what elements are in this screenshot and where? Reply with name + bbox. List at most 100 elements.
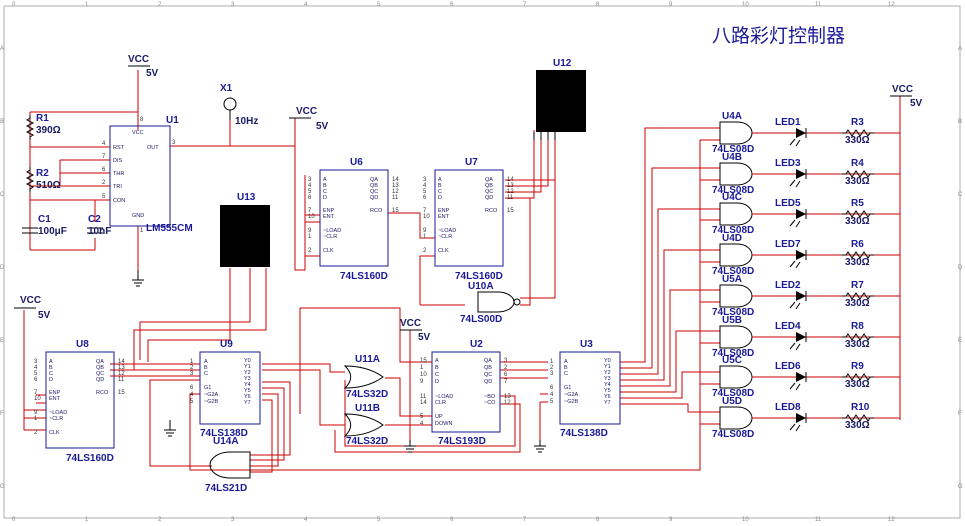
pin-number: 4 (423, 183, 427, 189)
pin-number: 1 (550, 359, 554, 365)
pin-label: QA (96, 359, 104, 365)
decoder-u3[interactable]: U374LS138DA1B2C3G16~G2A4~G2B5Y0Y1Y2Y3Y4Y… (550, 339, 621, 439)
pin-label: ~G2B (564, 399, 579, 405)
pin-number: 4 (34, 365, 38, 371)
led-led3[interactable]: LED3 (775, 158, 807, 188)
capacitor-c1[interactable]: C1 100μF (22, 214, 67, 237)
grid-col-label: 1 (85, 517, 89, 522)
hex-display-u13[interactable]: U13 (220, 192, 270, 267)
pin-number: 6 (423, 195, 427, 201)
pin-label: B (435, 365, 439, 371)
grid-col-label: 5 (377, 517, 381, 522)
chip-body (559, 351, 621, 425)
resistor-r2[interactable]: R2 510Ω (25, 167, 61, 192)
capacitor-c2[interactable]: C2 10nF (87, 214, 111, 237)
resistor-ref: R7 (851, 280, 864, 291)
updown-counter-u2[interactable]: U274LS193DA15B1C10D9~LOAD11CLR14UP5DOWN4… (420, 339, 511, 447)
timer-555-u1[interactable]: U1 LM555CM VCC RST DIS THR TRI CON OUT G… (102, 115, 193, 234)
probe-x1[interactable]: X1 10Hz (220, 83, 258, 127)
pin-label: QC (485, 189, 493, 195)
pin-label: QD (370, 195, 378, 201)
resistor-body (842, 210, 874, 218)
svg-text:510Ω: 510Ω (36, 180, 61, 191)
resistor-value: 330Ω (845, 379, 870, 390)
pin-number: 6 (504, 372, 508, 378)
resistor-r1[interactable]: R1 390Ω (25, 113, 61, 140)
led-led6[interactable]: LED6 (775, 361, 807, 391)
inversion-bubble (513, 298, 521, 306)
pin-number: 2 (190, 365, 194, 371)
resistor-ref: R6 (851, 239, 864, 250)
gate-part: 74LS08D (712, 185, 754, 196)
counter-u6[interactable]: U674LS160DA3B4C5D6ENP7ENT10~LOAD9~CLR1CL… (308, 157, 399, 282)
gate-part: 74LS08D (712, 348, 754, 359)
pin-label: CLK (49, 430, 60, 436)
pin-number: 7 (34, 390, 38, 396)
led-ref: LED1 (775, 117, 801, 128)
pin-number: 12 (392, 189, 399, 195)
pin-label: C (204, 371, 208, 377)
pin-number: 2 (308, 248, 312, 254)
led-led5[interactable]: LED5 (775, 198, 807, 228)
pin-label: A (323, 177, 327, 183)
grid-row-label: A (0, 46, 4, 52)
pin-label: ~CLR (438, 234, 452, 240)
grid-col-label: 4 (304, 2, 308, 8)
led-led1[interactable]: LED1 (775, 117, 807, 147)
gate-ref: U5A (722, 274, 742, 285)
pin-number: 13 (392, 183, 399, 189)
pin-label: D (435, 379, 439, 385)
pin-number: 1 (423, 234, 427, 240)
pin-label: Y7 (604, 400, 611, 406)
led-led7[interactable]: LED7 (775, 239, 807, 269)
pin-label: QD (484, 379, 492, 385)
grid-col-label: 11 (815, 2, 822, 8)
pin-number: 4 (550, 392, 554, 398)
svg-text:RST: RST (113, 145, 125, 151)
led-led4[interactable]: LED4 (775, 321, 807, 351)
gate-ref: U4A (722, 111, 742, 122)
pin-label: B (564, 365, 568, 371)
decoder-u9[interactable]: U974LS138DA1B2C3G16~G2A4~G2B5Y0Y1Y2Y3Y4Y… (190, 339, 261, 439)
counter-u8[interactable]: U874LS160DA3B4C5D6ENP7ENT10~LOAD9~CLR1CL… (34, 339, 125, 464)
svg-text:VCC: VCC (132, 130, 144, 136)
resistor-ref: R5 (851, 198, 864, 209)
resistor-body (842, 251, 874, 259)
counter-u7[interactable]: U774LS160DA3B4C5D6ENP7ENT10~LOAD9~CLR1CL… (423, 157, 514, 282)
pin-label: D (438, 195, 442, 201)
svg-text:7: 7 (102, 154, 106, 160)
resistor-body (842, 333, 874, 341)
led-led2[interactable]: LED2 (775, 280, 807, 310)
pin-label: QA (485, 177, 493, 183)
pin-number: 15 (118, 390, 125, 396)
hex-display-u12[interactable]: U12 (533, 58, 586, 140)
led-led8[interactable]: LED8 (775, 402, 807, 432)
grid-col-label: 6 (450, 517, 454, 522)
grid-row-label: D (958, 265, 963, 271)
svg-text:VCC: VCC (20, 295, 41, 306)
gate-ref: U4C (722, 192, 742, 203)
chip-part: 74LS193D (438, 436, 486, 447)
led-diode (796, 209, 806, 219)
